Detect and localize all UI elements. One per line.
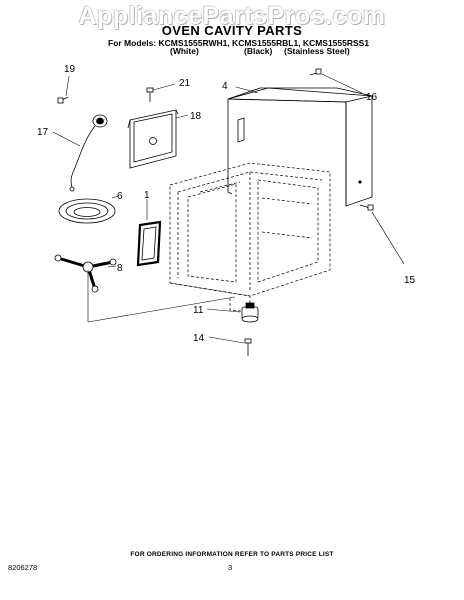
color-stainless: (Stainless Steel) (284, 46, 350, 56)
leader-8 (107, 265, 117, 268)
color-white: (White) (170, 46, 199, 56)
callout-11: 11 (193, 305, 204, 316)
callout-4: 4 (222, 81, 228, 92)
callout-18: 18 (190, 111, 202, 122)
ordering-note: FOR ORDERING INFORMATION REFER TO PARTS … (130, 551, 334, 558)
leader-21 (152, 83, 176, 91)
leader-11 (206, 308, 241, 313)
callout-8: 8 (117, 263, 123, 274)
page-number: 3 (228, 563, 233, 572)
models-line: For Models: KCMS1555RWH1, KCMS1555RBL1, … (108, 38, 370, 48)
reference-line-diagonal (87, 296, 236, 323)
leader-16 (321, 73, 363, 94)
leader-18 (175, 114, 189, 119)
callout-16: 16 (366, 92, 378, 103)
callout-19: 19 (64, 64, 76, 75)
leader-17 (52, 131, 81, 147)
callout-1: 1 (144, 190, 150, 201)
part-8-turntable-support (54, 254, 117, 293)
callout-15: 15 (404, 275, 416, 286)
part-14-screw (244, 338, 252, 356)
watermark: AppliancePartsPros.com (78, 2, 386, 30)
leader-14 (208, 336, 245, 344)
part-18-cover-plate (127, 109, 179, 169)
part-1-waveguide-gasket (136, 220, 162, 267)
part-16-screw (309, 68, 322, 76)
callout-17: 17 (37, 127, 49, 138)
part-21-screw (146, 87, 154, 102)
leader-6 (111, 195, 119, 199)
leader-15 (371, 211, 405, 265)
part-4-outer-cabinet (227, 87, 373, 207)
page-title: OVEN CAVITY PARTS (161, 23, 303, 38)
color-black: (Black) (244, 46, 273, 56)
callout-21: 21 (179, 78, 191, 89)
part-17-thermal-cutout (69, 114, 108, 192)
oven-cavity-outline (169, 162, 331, 313)
document-number: 8206278 (8, 563, 38, 572)
leader-4 (235, 86, 259, 94)
part-15-screw (359, 204, 374, 211)
leader-19 (65, 75, 70, 97)
callout-14: 14 (193, 333, 205, 344)
part-6-turntable-tray (58, 198, 116, 224)
part-19-screw (57, 96, 69, 104)
callout-6: 6 (117, 191, 123, 202)
part-11-turntable-motor (241, 302, 259, 323)
